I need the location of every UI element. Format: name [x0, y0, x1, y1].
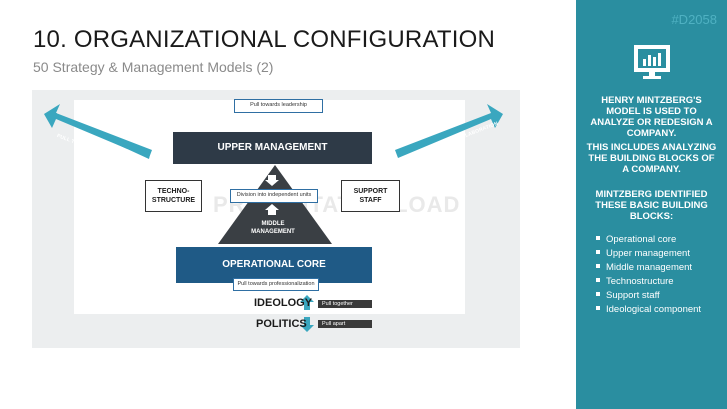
operational-core-box: OPERATIONAL CORE	[176, 247, 372, 283]
middle-management-label: MIDDLE MANAGEMENT	[247, 220, 299, 236]
division-units-box: Division into independent units	[230, 189, 318, 203]
middle-management-triangle	[218, 165, 332, 244]
slide-subtitle: 50 Strategy & Management Models (2)	[33, 59, 274, 75]
pull-together-pill: Pull together	[318, 300, 372, 308]
list-item: Ideological component	[596, 303, 701, 317]
list-item: Technostructure	[596, 275, 701, 289]
list-item: Upper management	[596, 247, 701, 261]
collaboration-arrow	[395, 104, 503, 158]
middle-line1: MIDDLE	[261, 221, 285, 227]
panel-text-1: Henry Mintzberg's model is used to analy…	[590, 95, 713, 139]
upper-management-box: UPPER MANAGEMENT	[173, 132, 372, 164]
support-staff-box: SUPPORT STAFF	[341, 180, 400, 212]
panel-text-3: Mintzberg identified these basic buildin…	[595, 189, 708, 222]
monitor-chart-icon	[634, 45, 670, 79]
building-blocks-list: Operational core Upper management Middle…	[596, 233, 701, 317]
arrow-down-icon	[265, 175, 279, 186]
slide-tag: #D2058	[671, 12, 717, 27]
techno-line2: STRUCTURE	[151, 197, 196, 204]
list-item: Operational core	[596, 233, 701, 247]
arrow-up-icon	[265, 204, 279, 215]
rationalization-arrow	[44, 104, 152, 159]
politics-down-arrow-icon	[300, 317, 314, 332]
list-item: Support staff	[596, 289, 701, 303]
pull-apart-pill: Pull apart	[318, 320, 372, 328]
middle-line2: MANAGEMENT	[251, 229, 295, 235]
technostructure-box: TECHNO- STRUCTURE	[145, 180, 202, 212]
slide-title: 10. ORGANIZATIONAL CONFIGURATION	[33, 26, 496, 53]
panel-text-2: This includes analyzing the building blo…	[586, 142, 717, 175]
techno-line1: TECHNO-	[157, 188, 190, 195]
politics-label: POLITICS	[256, 318, 307, 330]
ideology-label: IDEOLOGY	[254, 297, 313, 309]
pull-leadership-box: Pull towards leadership	[234, 99, 323, 113]
info-panel: #D2058 Henry Mintzberg's model is used t…	[576, 0, 727, 409]
ideology-up-arrow-icon	[300, 295, 314, 310]
pull-professionalization-box: Pull towards professionalization	[233, 278, 319, 291]
list-item: Middle management	[596, 261, 701, 275]
